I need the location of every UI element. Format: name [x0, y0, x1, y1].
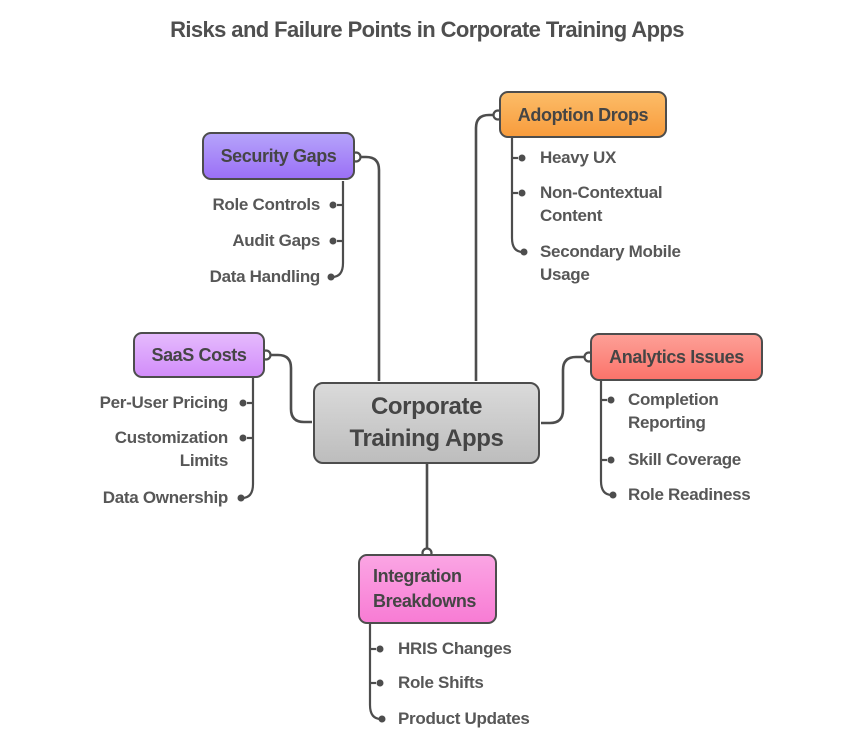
- dot-role-controls: [329, 201, 337, 209]
- child-heavy-ux: Heavy UX: [540, 148, 617, 167]
- branch-label-integration-breakdowns: Integration Breakdowns: [373, 566, 477, 611]
- dot-heavy-ux: [518, 154, 526, 162]
- dot-data-handling: [327, 273, 335, 281]
- child-skill-coverage: Skill Coverage: [628, 450, 741, 469]
- dot-audit-gaps: [329, 237, 337, 245]
- dot-customization: [239, 434, 247, 442]
- child-role-controls: Role Controls: [212, 195, 320, 214]
- child-per-user-pricing: Per-User Pricing: [99, 393, 229, 412]
- child-customization-limits: Customization Limits: [114, 428, 229, 470]
- dot-skill-coverage: [607, 456, 615, 464]
- child-non-contextual-content: Non-Contextual Content: [540, 183, 663, 225]
- child-completion-reporting: Completion Reporting: [628, 390, 719, 432]
- branch-node-security-gaps: Security Gaps: [202, 132, 355, 180]
- edge-saas-to-center: [268, 353, 312, 424]
- branch-label-security-gaps: Security Gaps: [220, 146, 337, 166]
- child-product-updates: Product Updates: [398, 709, 530, 728]
- edge-adoption-to-center: [474, 113, 496, 381]
- branch-node-adoption-drops: Adoption Drops: [499, 91, 667, 138]
- dot-hris-changes: [376, 645, 384, 653]
- child-data-ownership: Data Ownership: [102, 488, 229, 507]
- child-data-handling: Data Handling: [209, 267, 321, 286]
- dot-role-shifts: [376, 679, 384, 687]
- dot-per-user-pricing: [239, 399, 247, 407]
- center-node-label: Corporate Training Apps: [349, 393, 504, 452]
- edge-center-to-analytics: [541, 355, 584, 425]
- trunk-integration-children: [368, 624, 382, 721]
- child-audit-gaps: Audit Gaps: [232, 231, 320, 250]
- child-role-shifts: Role Shifts: [398, 673, 484, 692]
- child-role-readiness: Role Readiness: [628, 485, 751, 504]
- branch-label-adoption-drops: Adoption Drops: [517, 104, 649, 125]
- dot-data-ownership: [237, 494, 245, 502]
- branch-node-analytics-issues: Analytics Issues: [590, 333, 763, 381]
- branch-label-saas-costs: SaaS Costs: [151, 345, 247, 365]
- edge-security-to-center: [358, 155, 381, 381]
- dot-role-readiness: [609, 491, 617, 499]
- dot-secondary-mobile: [520, 248, 528, 256]
- center-node-corporate-training-apps: Corporate Training Apps: [313, 382, 540, 464]
- diagram-title: Risks and Failure Points in Corporate Tr…: [170, 17, 684, 42]
- child-hris-changes: HRIS Changes: [398, 639, 512, 658]
- child-secondary-mobile-usage: Secondary Mobile Usage: [540, 242, 681, 284]
- branch-node-integration-breakdowns: Integration Breakdowns: [358, 554, 497, 624]
- dot-product-updates: [378, 715, 386, 723]
- trunk-security-children: [331, 181, 345, 279]
- dot-completion: [607, 396, 615, 404]
- branch-node-saas-costs: SaaS Costs: [133, 332, 265, 378]
- branch-label-analytics-issues: Analytics Issues: [609, 347, 744, 367]
- dot-non-contextual: [518, 189, 526, 197]
